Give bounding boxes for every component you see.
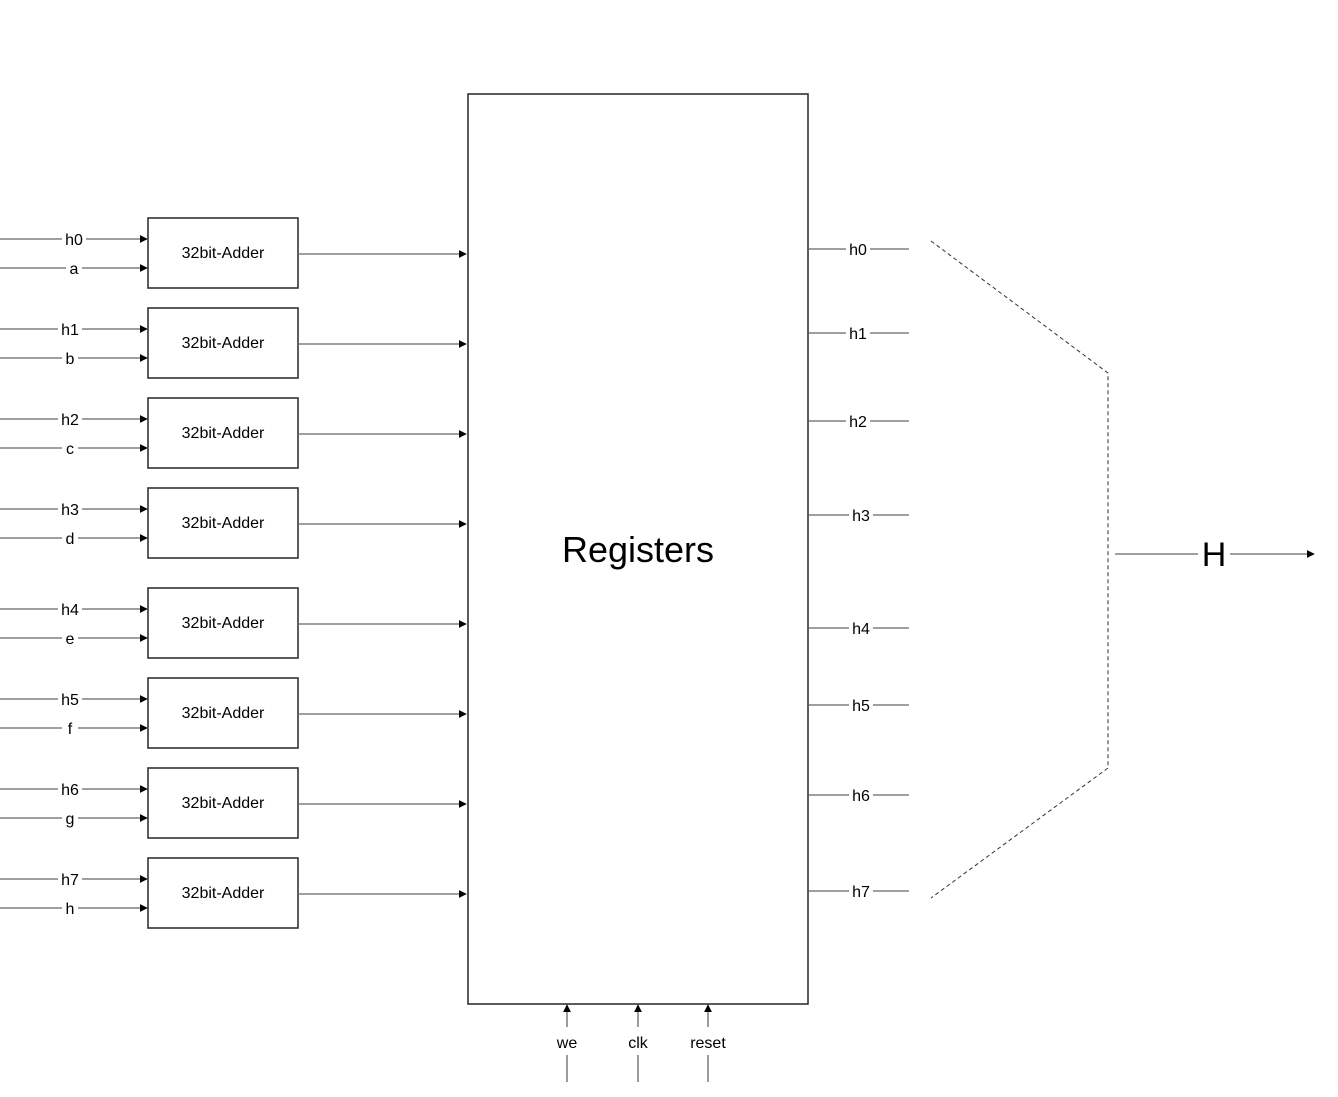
adder-unit: h7 h 32bit-Adder xyxy=(0,857,299,929)
adder-box xyxy=(147,217,299,289)
adder-input-label-bottom: g xyxy=(66,811,75,828)
control-input-label: we xyxy=(556,1035,578,1052)
adder-input-label-bottom: h xyxy=(66,901,75,918)
adder-input-label-top: h1 xyxy=(61,322,79,339)
adder-unit: h5 f 32bit-Adder xyxy=(0,677,299,749)
adder-input-label-bottom: c xyxy=(66,441,74,458)
adder-input-label-top: h3 xyxy=(61,502,79,519)
adder-box xyxy=(147,767,299,839)
adder-input-label-top: h6 xyxy=(61,782,79,799)
adder-box xyxy=(147,857,299,929)
control-input-clk: clk xyxy=(628,1004,649,1082)
register-outputs-group: h0 h1 h2 h3 h4 h5 h6 h7 xyxy=(809,242,909,901)
adder-unit: h4 e 32bit-Adder xyxy=(0,587,299,659)
register-output-label: h7 xyxy=(852,884,870,901)
adder-box xyxy=(147,487,299,559)
adder-label: 32bit-Adder xyxy=(182,705,265,722)
adder-label: 32bit-Adder xyxy=(182,515,265,532)
registers-block xyxy=(467,93,809,1005)
adder-unit: h1 b 32bit-Adder xyxy=(0,307,299,379)
output-bundle-outline xyxy=(930,240,1109,899)
register-output-label: h2 xyxy=(849,414,867,431)
adder-input-label-bottom: f xyxy=(68,721,73,738)
control-input-reset: reset xyxy=(690,1004,726,1082)
adder-input-label-top: h5 xyxy=(61,692,79,709)
adder-label: 32bit-Adder xyxy=(182,245,265,262)
adder-label: 32bit-Adder xyxy=(182,425,265,442)
register-output: h4 xyxy=(809,621,909,638)
register-output: h6 xyxy=(809,788,909,805)
control-input-we: we xyxy=(556,1004,578,1082)
adder-label: 32bit-Adder xyxy=(182,885,265,902)
adder-input-label-bottom: b xyxy=(66,351,75,368)
adder-unit: h0 a 32bit-Adder xyxy=(0,217,299,289)
adder-box xyxy=(147,677,299,749)
adder-input-label-top: h2 xyxy=(61,412,79,429)
adder-input-label-bottom: d xyxy=(66,531,75,548)
register-output-label: h3 xyxy=(852,508,870,525)
combined-output-label: H xyxy=(1202,536,1227,574)
register-output: h0 xyxy=(809,242,909,259)
adder-input-label-top: h7 xyxy=(61,872,79,889)
register-output: h3 xyxy=(809,508,909,525)
register-output: h5 xyxy=(809,698,909,715)
control-input-label: clk xyxy=(628,1035,649,1052)
registers-label: Registers xyxy=(562,529,714,570)
adder-input-label-bottom: e xyxy=(66,631,75,648)
adder-input-label-top: h0 xyxy=(65,232,83,249)
register-output-label: h6 xyxy=(852,788,870,805)
adder-label: 32bit-Adder xyxy=(182,795,265,812)
adder-input-label-bottom: a xyxy=(70,261,79,278)
control-inputs-group: we clk reset xyxy=(556,1004,726,1082)
adder-label: 32bit-Adder xyxy=(182,335,265,352)
adder-unit: h6 g 32bit-Adder xyxy=(0,767,299,839)
register-output: h2 xyxy=(809,414,909,431)
adder-unit: h2 c 32bit-Adder xyxy=(0,397,299,469)
register-output-label: h5 xyxy=(852,698,870,715)
adder-box xyxy=(147,587,299,659)
register-output-label: h1 xyxy=(849,326,867,343)
adder-label: 32bit-Adder xyxy=(182,615,265,632)
control-input-label: reset xyxy=(690,1035,726,1052)
adder-box xyxy=(147,397,299,469)
register-output-label: h4 xyxy=(852,621,870,638)
adder-unit: h3 d 32bit-Adder xyxy=(0,487,299,559)
adders-group: h0 a 32bit-Adder h1 b 32bit-Adder h2 c 32bit-Add… xyxy=(0,217,299,929)
adder-to-register-connections xyxy=(298,250,467,898)
register-output-label: h0 xyxy=(849,242,867,259)
adder-box xyxy=(147,307,299,379)
register-output: h1 xyxy=(809,326,909,343)
adder-input-label-top: h4 xyxy=(61,602,79,619)
register-output: h7 xyxy=(809,884,909,901)
